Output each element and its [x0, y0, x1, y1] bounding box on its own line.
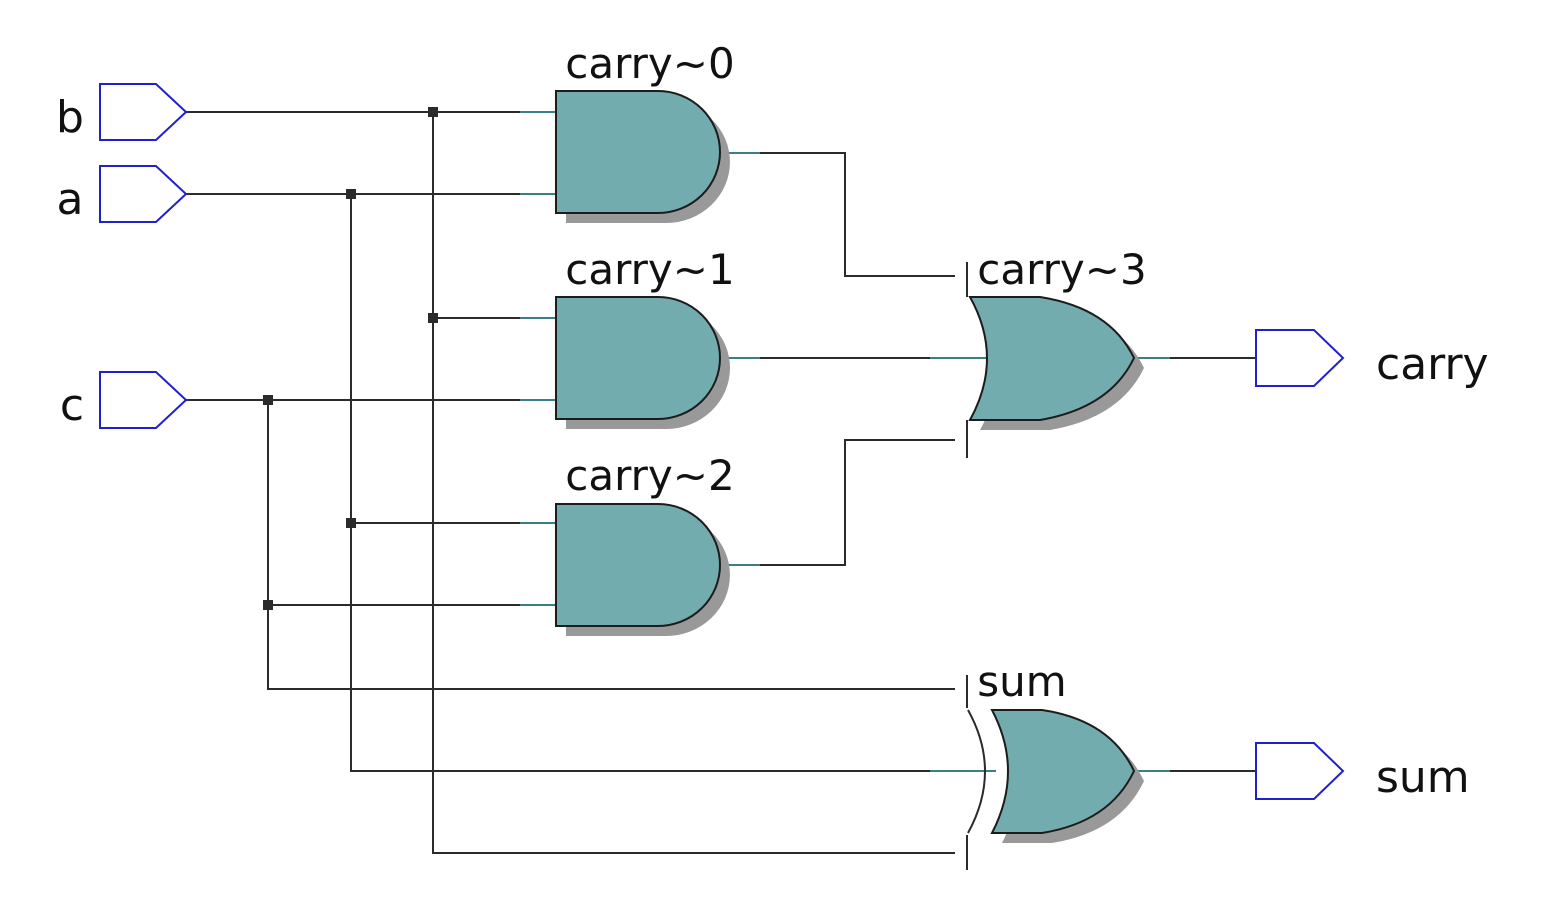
wire-carry2-to-carry3	[760, 439, 955, 566]
output-label-carry: carry	[1376, 339, 1489, 390]
input-label-a: a	[57, 174, 84, 225]
junction-dot	[428, 313, 438, 323]
junctions	[263, 107, 438, 610]
junction-dot	[346, 518, 356, 528]
output-label-sum: sum	[1376, 752, 1470, 803]
gate-label-carry2: carry~2	[565, 451, 734, 500]
xor-back-curve	[967, 709, 986, 834]
gate-sum[interactable]: sum	[967, 657, 1144, 843]
junction-dot	[263, 395, 273, 405]
output-port-carry[interactable]: carry	[1255, 329, 1489, 390]
wire-b-vertical-bus	[432, 112, 955, 854]
gate-label-sum: sum	[977, 657, 1066, 706]
gate-label-carry3: carry~3	[977, 245, 1146, 294]
input-port-b[interactable]: b	[56, 83, 188, 143]
junction-dot	[346, 189, 356, 199]
wire-c-vertical-bus	[267, 400, 955, 690]
junction-dot	[428, 107, 438, 117]
gate-carry1[interactable]: carry~1	[555, 245, 735, 429]
gate-label-carry1: carry~1	[565, 245, 734, 294]
wires	[186, 111, 1256, 870]
gate-carry0[interactable]: carry~0	[555, 39, 735, 223]
wire-a-vertical-bus	[350, 194, 930, 772]
gate-carry2[interactable]: carry~2	[555, 451, 735, 636]
input-label-b: b	[56, 92, 84, 143]
input-label-c: c	[60, 380, 84, 431]
gate-label-carry0: carry~0	[565, 39, 734, 88]
pin-stubs	[520, 111, 1170, 772]
gate-carry3[interactable]: carry~3	[968, 245, 1147, 430]
output-port-sum[interactable]: sum	[1255, 742, 1470, 803]
input-port-c[interactable]: c	[60, 371, 188, 431]
wire-carry0-to-carry3	[760, 152, 955, 277]
junction-dot	[263, 600, 273, 610]
input-port-a[interactable]: a	[57, 165, 188, 225]
